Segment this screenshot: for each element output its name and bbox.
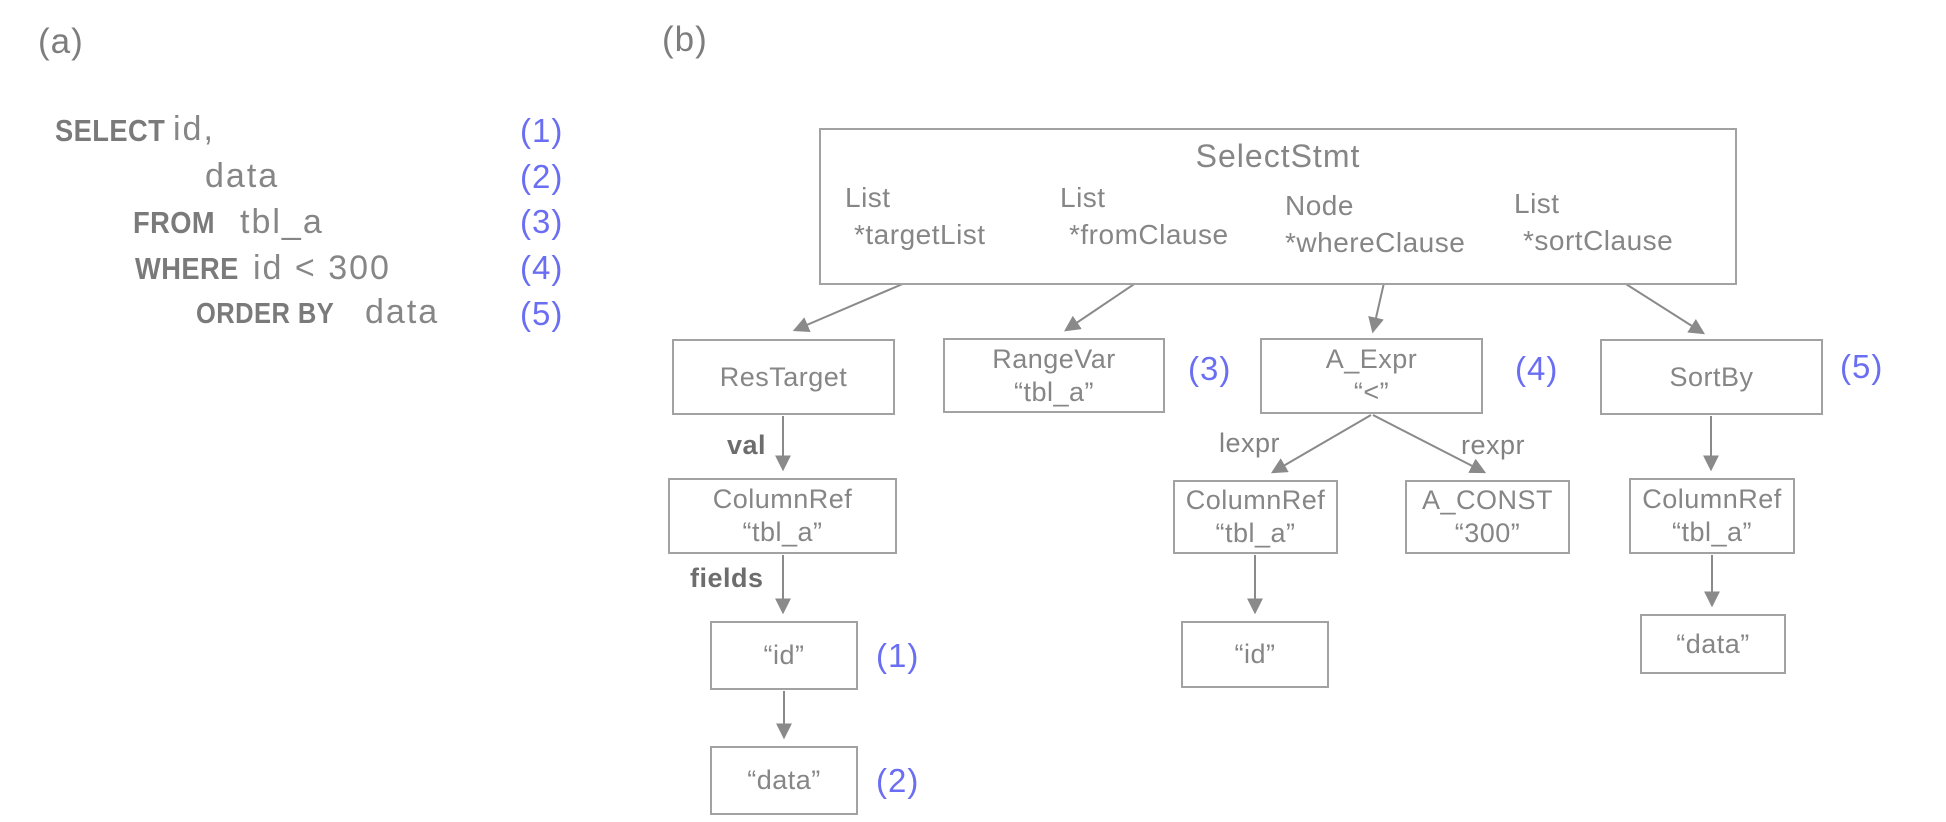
sql-keyword-where: WHERE [135,251,239,286]
field-type: List [1514,188,1560,219]
node-title: ColumnRef [1185,485,1326,515]
field-pointer: *whereClause [1285,227,1466,258]
line-number-5: (5) [520,295,564,332]
node-restarget: ResTarget [672,339,895,415]
field-pointer: *fromClause [1069,219,1229,250]
node-id-where: “id” [1181,621,1329,688]
node-title: ColumnRef [712,484,853,514]
node-selectstmt: SelectStmt List *targetList List *fromCl… [819,128,1737,285]
edge-label-fields: fields [690,563,764,593]
tree-annotation-2: (2) [876,762,920,799]
edge-label-val: val [727,430,767,460]
node-title: A_Expr [1325,344,1418,374]
node-value: “tbl_a” [1013,376,1095,407]
node-title: ResTarget [719,361,848,392]
node-value: “300” [1454,518,1521,548]
edge-lexpr-aexpr-columnref [1270,414,1372,474]
node-title: A_CONST [1421,485,1554,515]
node-sortby: SortBy [1600,339,1823,415]
tree-annotation-3: (3) [1188,350,1232,387]
node-title: SortBy [1669,361,1754,392]
node-value: “data” [747,765,821,795]
panel-b-label: (b) [662,20,708,59]
sql-text-line2: data [205,157,280,195]
node-value: “tbl_a” [1215,518,1296,548]
line-number-4: (4) [520,249,564,286]
node-a-expr: A_Expr “<” [1260,338,1483,414]
field-pointer: *sortClause [1523,225,1674,256]
sql-keyword-from: FROM [133,205,216,240]
sql-text-line5: data [365,293,440,331]
selectstmt-title: SelectStmt [1195,138,1361,174]
node-value: “tbl_a” [1671,517,1753,547]
node-data-sort: “data” [1640,614,1786,674]
node-columnref-target: ColumnRef “tbl_a” [668,478,897,554]
line-number-1: (1) [520,112,564,149]
sql-text-line3: tbl_a [240,203,324,241]
node-title: RangeVar [992,343,1116,374]
panel-a-label: (a) [38,22,84,61]
node-id-target: “id” [710,621,858,690]
node-columnref-sort: ColumnRef “tbl_a” [1629,478,1795,554]
tree-annotation-1: (1) [876,637,920,674]
line-number-2: (2) [520,158,564,195]
node-data-target: “data” [710,746,858,815]
sql-keyword-order-by: ORDER BY [196,298,335,330]
node-value: “data” [1676,628,1750,659]
edge-label-rexpr: rexpr [1461,430,1526,460]
field-type: List [845,182,891,213]
field-fromclause: List *fromClause [1060,179,1229,253]
node-value: “id” [1234,639,1276,669]
sql-keyword-select: SELECT [55,113,166,148]
node-value: “tbl_a” [742,517,823,547]
node-rangevar: RangeVar “tbl_a” [943,338,1165,413]
field-whereclause: Node *whereClause [1285,187,1465,261]
field-type: List [1060,182,1106,213]
sql-text-line4: id < 300 [253,249,391,287]
edge-label-lexpr: lexpr [1219,428,1281,458]
tree-annotation-4: (4) [1515,350,1559,387]
node-value: “<” [1353,377,1390,407]
field-pointer: *targetList [854,219,986,250]
sql-text-line1: id, [173,110,215,148]
field-sortclause: List *sortClause [1514,185,1673,259]
node-a-const: A_CONST “300” [1405,480,1570,554]
node-columnref-where: ColumnRef “tbl_a” [1173,480,1338,554]
field-targetlist: List *targetList [845,179,986,253]
tree-annotation-5: (5) [1840,348,1884,385]
node-value: “id” [763,640,805,670]
line-number-3: (3) [520,203,564,240]
node-title: ColumnRef [1642,484,1782,514]
field-type: Node [1285,190,1354,221]
